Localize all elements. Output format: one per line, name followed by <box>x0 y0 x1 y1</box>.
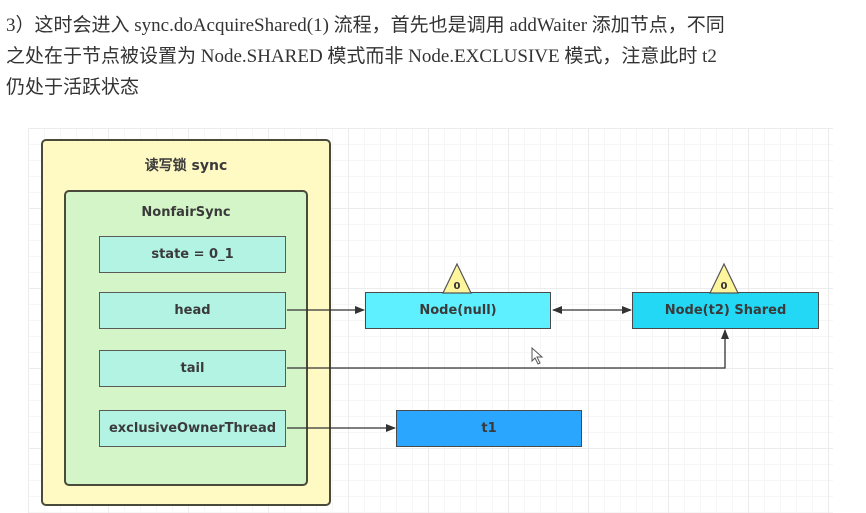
node-null-badge: 0 <box>442 262 472 294</box>
edge-tail-to-node-t2 <box>287 329 729 369</box>
node-null-label: Node(null) <box>419 303 497 318</box>
field-tail-label: tail <box>180 361 205 376</box>
field-state: state = 0_1 <box>99 236 286 273</box>
description-line-1: 3）这时会进入 sync.doAcquireShared(1) 流程，首先也是调… <box>6 15 725 36</box>
field-tail: tail <box>99 350 286 387</box>
field-head-label: head <box>174 303 211 318</box>
field-state-label: state = 0_1 <box>151 247 234 262</box>
nonfair-sync-title: NonfairSync <box>141 205 231 220</box>
node-t2-badge: 0 <box>709 262 739 294</box>
field-head: head <box>99 292 286 329</box>
description-line-3: 仍处于活跃状态 <box>6 77 140 98</box>
node-t2-badge-text: 0 <box>721 281 728 292</box>
mouse-cursor-icon <box>531 347 544 365</box>
node-null: Node(null) <box>365 292 551 329</box>
thread-t1-label: t1 <box>481 421 497 436</box>
sync-container-title: 读写锁 sync <box>144 158 228 174</box>
thread-t1: t1 <box>396 410 582 447</box>
description-paragraph: 3）这时会进入 sync.doAcquireShared(1) 流程，首先也是调… <box>6 10 856 103</box>
field-exclusive-owner-thread-label: exclusiveOwnerThread <box>108 421 277 436</box>
field-exclusive-owner-thread: exclusiveOwnerThread <box>99 410 286 447</box>
node-null-badge-text: 0 <box>454 281 461 292</box>
description-line-2: 之处在于节点被设置为 Node.SHARED 模式而非 Node.EXCLUSI… <box>6 46 717 67</box>
node-t2-label: Node(t2) Shared <box>664 303 787 318</box>
